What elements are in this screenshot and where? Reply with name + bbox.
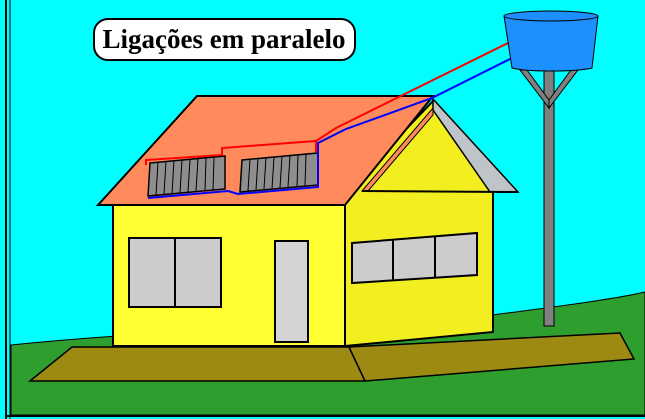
title-label: Ligações em paralelo (93, 18, 356, 61)
title-text: Ligações em paralelo (103, 24, 346, 54)
cold-water-pipe (147, 58, 511, 199)
walkway (27, 346, 367, 382)
front-window (128, 237, 222, 308)
side-window (351, 231, 478, 285)
door (274, 240, 309, 343)
hot-water-pipe (145, 41, 511, 165)
house-side-wall (344, 99, 494, 348)
solar-collector-left (147, 155, 226, 197)
solar-collector-right (239, 152, 319, 193)
walkway-side (347, 332, 636, 382)
